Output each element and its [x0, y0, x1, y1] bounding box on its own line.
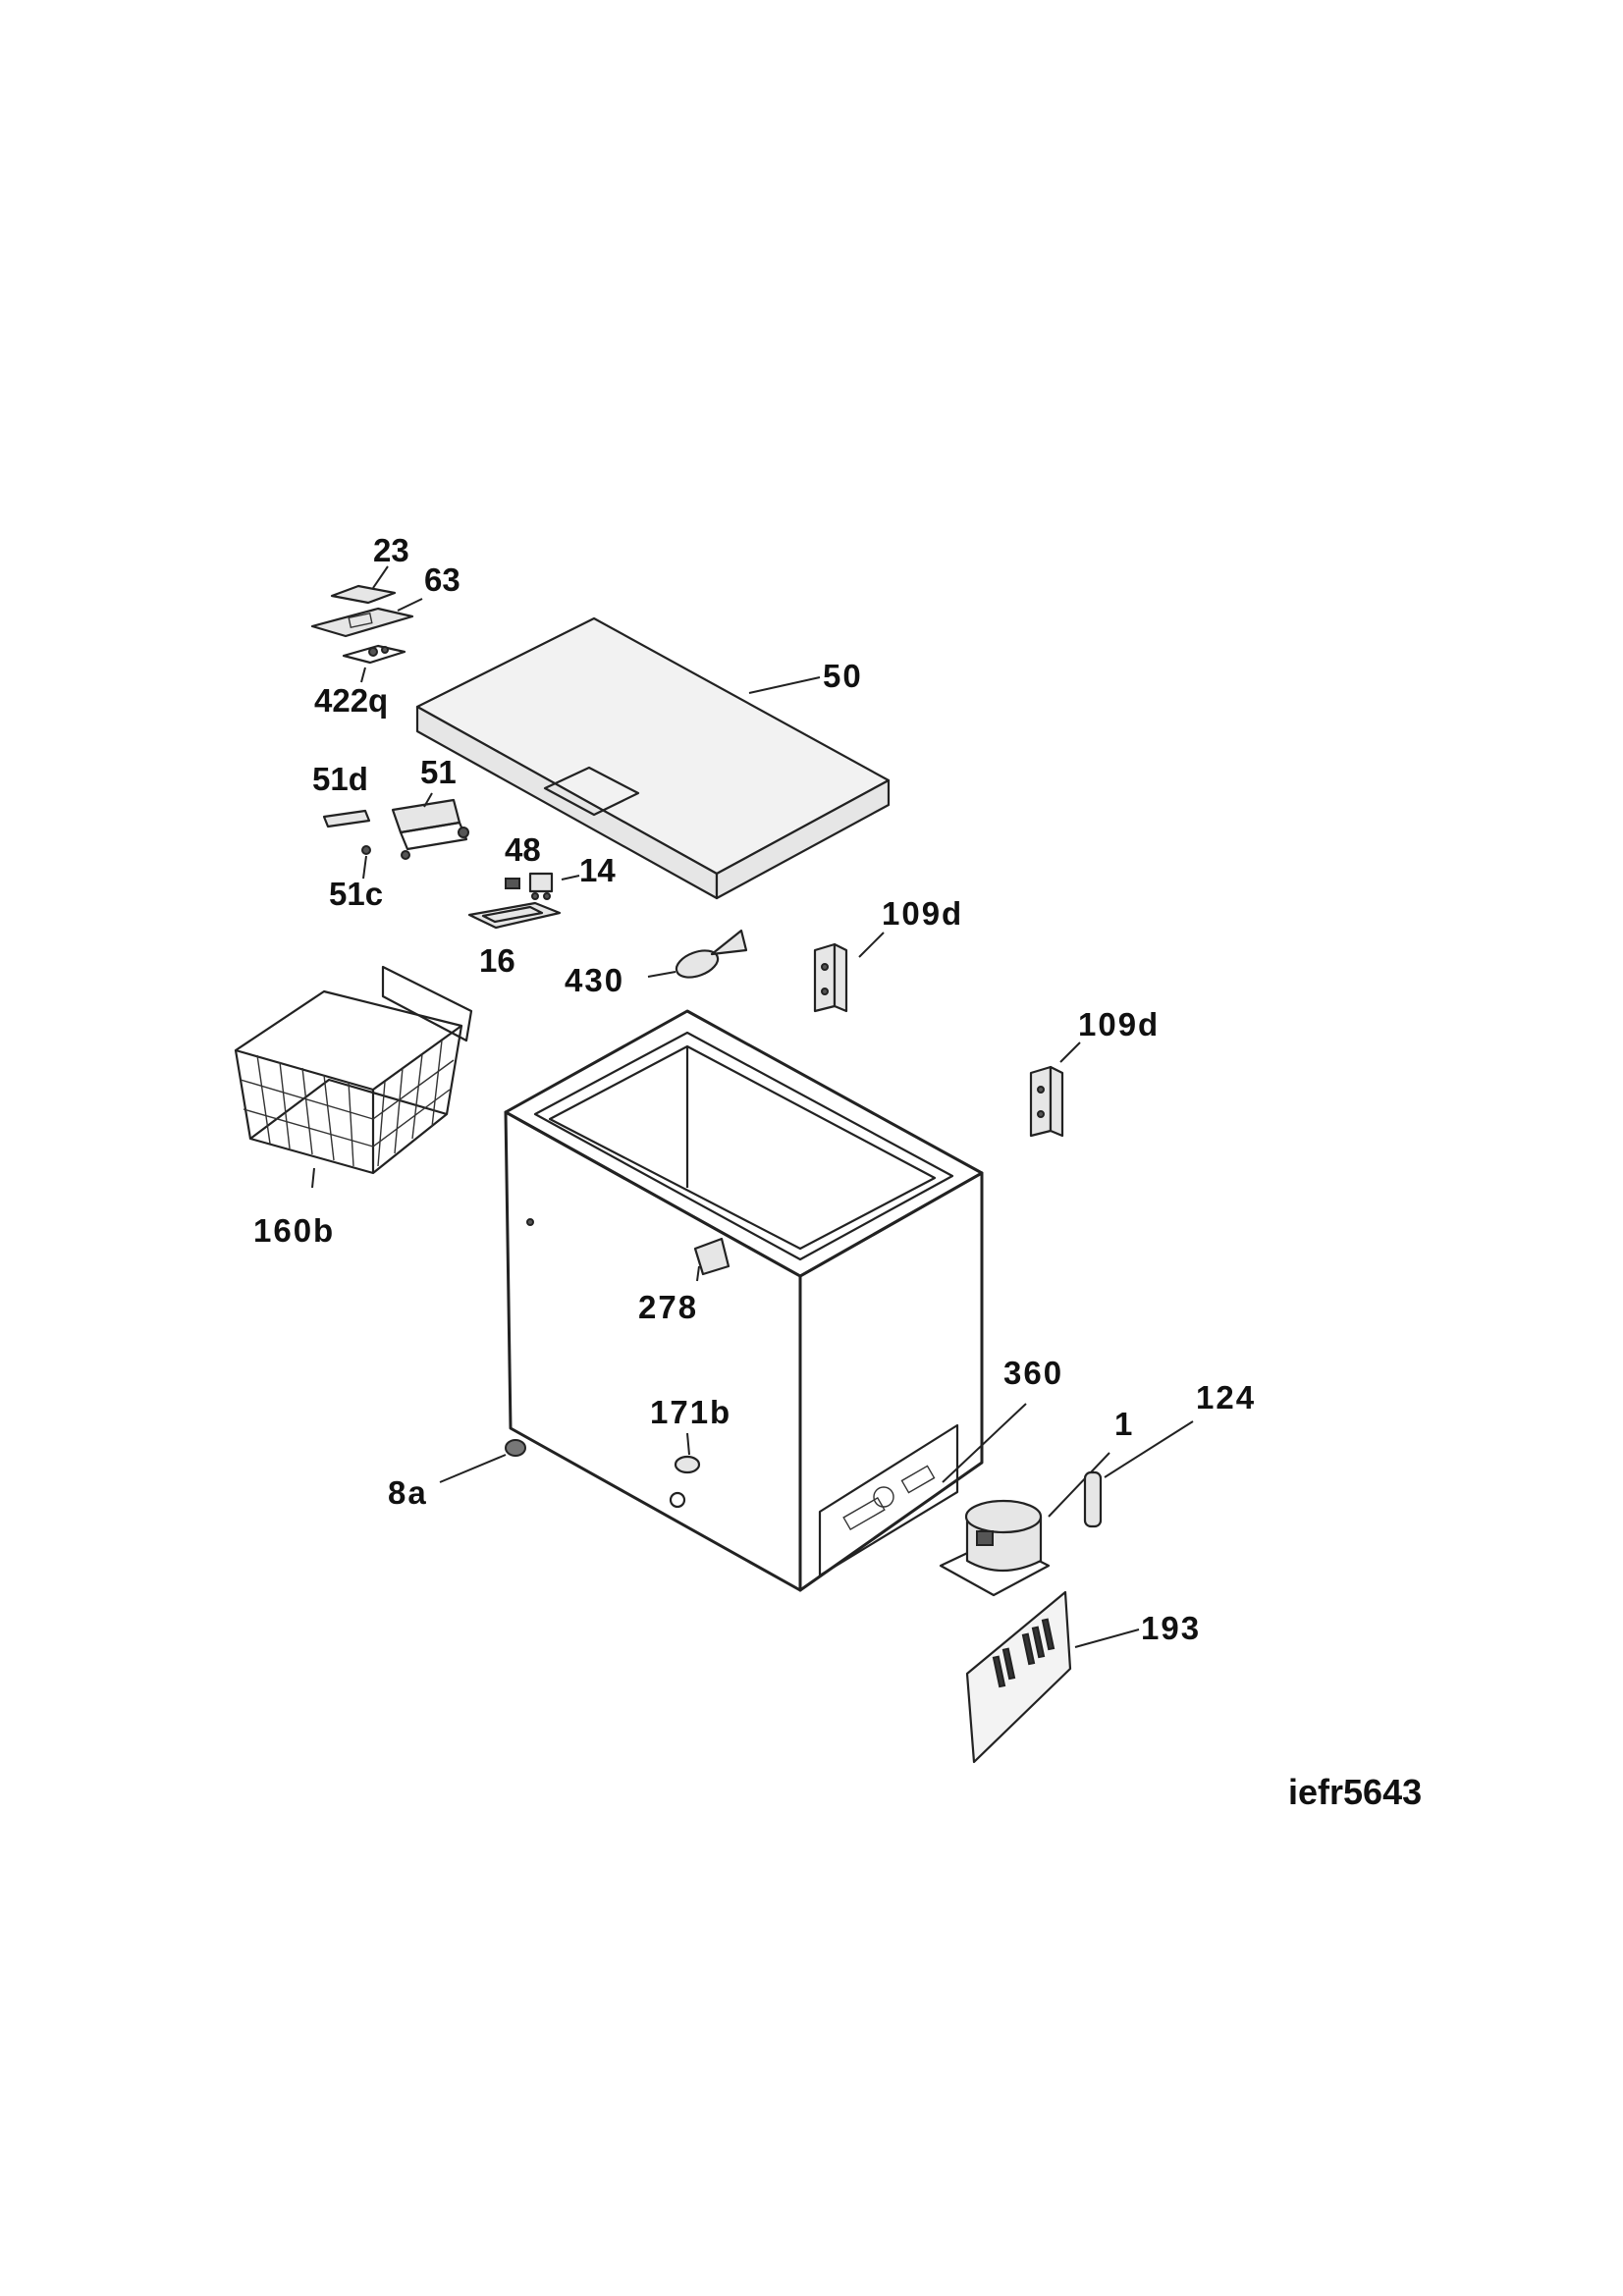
part-50-lid [415, 616, 891, 900]
label-51c: 51c [329, 876, 383, 912]
label-160b: 160b [253, 1212, 335, 1249]
label-50: 50 [823, 658, 863, 694]
label-124: 124 [1196, 1379, 1256, 1415]
part-193-rear-cover [965, 1590, 1072, 1764]
part-278-lock-plate [693, 1237, 730, 1276]
label-14: 14 [579, 852, 616, 888]
part-16-handle [467, 901, 562, 930]
label-48: 48 [505, 831, 541, 868]
part-171b-drain [674, 1455, 701, 1474]
part-23-label-plate [330, 584, 397, 605]
part-51-hinge-housing [391, 798, 469, 851]
part-124-filter-drier [1083, 1470, 1103, 1528]
label-109d-lower: 109d [1078, 1006, 1160, 1042]
label-63: 63 [424, 561, 460, 598]
label-171b: 171b [650, 1394, 731, 1430]
label-360: 360 [1003, 1355, 1063, 1391]
part-1-compressor [939, 1499, 1051, 1597]
part-8a-foot [505, 1439, 526, 1457]
part-360-compressor-bracket [942, 1403, 1027, 1483]
part-48-spring [505, 878, 520, 889]
part-160b-basket [234, 965, 473, 1175]
part-430-drain-plug [675, 929, 748, 979]
part-422q-electronic-board [342, 644, 406, 665]
part-109d-hinge-upper [813, 942, 848, 1013]
label-23: 23 [373, 532, 409, 568]
label-278: 278 [638, 1289, 698, 1325]
label-422q: 422q [314, 682, 388, 719]
drawing-code: iefr5643 [1288, 1772, 1422, 1812]
label-193: 193 [1141, 1610, 1201, 1646]
label-8a: 8a [388, 1474, 428, 1511]
label-109d-upper: 109d [882, 895, 963, 932]
cabinet-body [504, 1009, 984, 1592]
label-1: 1 [1114, 1406, 1132, 1442]
part-14-lock [528, 872, 554, 900]
part-51c-screws [361, 845, 410, 860]
part-109d-hinge-lower [1029, 1065, 1064, 1138]
label-16: 16 [479, 942, 515, 979]
label-51d: 51d [312, 761, 368, 797]
part-63-control-panel [310, 607, 414, 638]
label-51: 51 [420, 754, 457, 790]
label-430: 430 [565, 962, 624, 998]
part-51d-cover [322, 809, 371, 828]
